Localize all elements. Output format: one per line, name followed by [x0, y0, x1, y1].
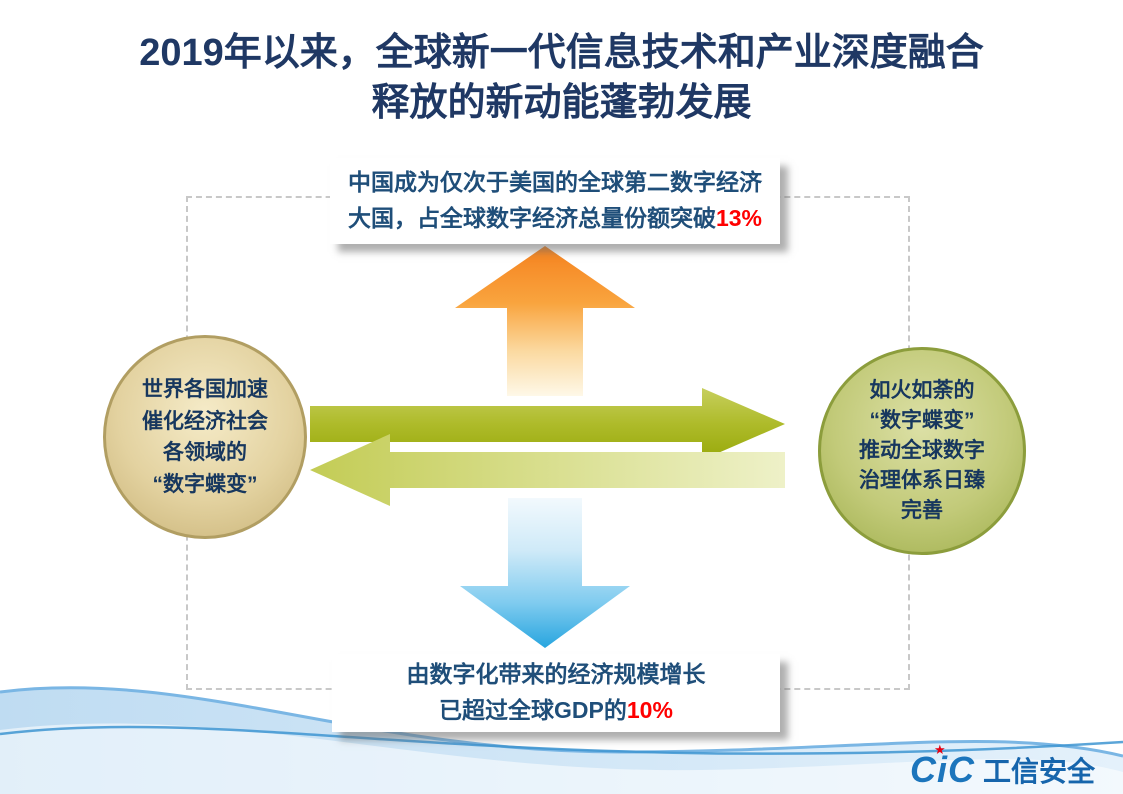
right-circle-line4: 治理体系日臻: [859, 468, 985, 492]
logo-name: 工信安全: [982, 756, 1095, 788]
logo-mark: CiC ★: [909, 743, 975, 790]
up-arrow-icon: [455, 246, 635, 396]
left-arrow-icon: [310, 434, 785, 506]
bottom-callout-line2-text: 已超过全球GDP的: [439, 697, 627, 723]
right-circle-line2: “数字蝶变”: [869, 409, 975, 433]
down-arrow-icon: [460, 498, 630, 648]
top-callout-highlight: 13%: [715, 205, 763, 231]
bottom-callout-highlight: 10%: [626, 697, 673, 723]
logo-mark-text: CiC: [909, 749, 975, 790]
top-callout: 中国成为仅次于美国的全球第二数字经济 大国，占全球数字经济总量份额突破13%: [330, 158, 780, 244]
left-circle-line1: 世界各国加速: [142, 378, 268, 401]
bottom-callout: 由数字化带来的经济规模增长 已超过全球GDP的10%: [332, 654, 780, 732]
left-circle-line4: “数字蝶变”: [152, 472, 258, 496]
slide-title-line1: 2019年以来，全球新一代信息技术和产业深度融合: [139, 32, 984, 74]
slide-title-line2: 释放的新动能蓬勃发展: [371, 82, 752, 125]
top-callout-line1: 中国成为仅次于美国的全球第二数字经济: [348, 169, 762, 196]
top-callout-line2-text: 大国，占全球数字经济总量份额突破: [347, 205, 716, 231]
right-circle: 如火如荼的 “数字蝶变” 推动全球数字 治理体系日臻 完善: [818, 347, 1026, 555]
logo: CiC ★ 工信安全: [909, 743, 1095, 790]
star-icon: ★: [933, 742, 947, 757]
left-circle-line3: 各领域的: [163, 441, 247, 464]
bottom-callout-line1: 由数字化带来的经济规模增长: [406, 661, 706, 688]
right-circle-line5: 完善: [901, 498, 943, 522]
slide-title: 2019年以来，全球新一代信息技术和产业深度融合 释放的新动能蓬勃发展: [0, 28, 1123, 128]
right-circle-line3: 推动全球数字: [859, 439, 985, 463]
right-arrow-icon: [310, 388, 785, 460]
horizontal-arrows: [310, 388, 785, 506]
bottom-callout-line2: 已超过全球GDP的10%: [439, 693, 673, 729]
bottom-wave-decoration: [0, 686, 1123, 794]
left-circle-line2: 催化经济社会: [142, 409, 268, 433]
right-circle-line1: 如火如荼的: [869, 379, 975, 403]
left-circle: 世界各国加速 催化经济社会 各领域的 “数字蝶变”: [103, 335, 307, 539]
top-callout-line2: 大国，占全球数字经济总量份额突破13%: [348, 201, 762, 237]
